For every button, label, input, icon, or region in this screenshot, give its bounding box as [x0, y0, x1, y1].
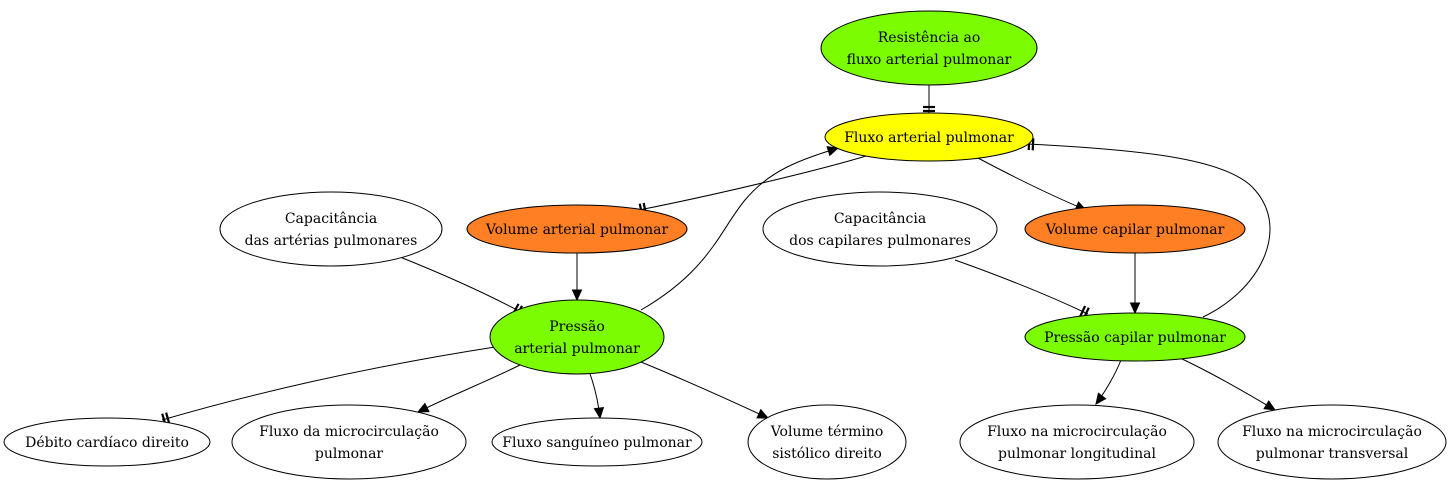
node-label: Fluxo na microcirculação: [1242, 424, 1422, 440]
nodes-layer: Resistência ao fluxo arterial pulmonarFlu…: [3, 10, 1447, 480]
edge-fluxo_arterial-to-vol_capilar: [977, 157, 1088, 211]
node-fluxo_arterial: Fluxo arterial pulmonar: [824, 112, 1034, 162]
node-label: Fluxo da microcirculação: [259, 424, 439, 440]
edge-cap_arterias-to-pressao_arterial: [399, 256, 523, 317]
node-label: arterial pulmonar: [514, 341, 640, 357]
node-resistencia: Resistência ao fluxo arterial pulmonar: [820, 10, 1038, 86]
edge-pressao_capilar-to-micro_long: [1095, 359, 1122, 405]
edge-line: [1177, 356, 1276, 411]
node-label: sistólico direito: [772, 446, 882, 462]
inhibit-bar-marker: [1079, 305, 1087, 318]
arrowhead-marker: [571, 289, 583, 302]
edge-vol_capilar-to-pressao_capilar: [1129, 253, 1141, 315]
node-label: dos capilares pulmonares: [789, 233, 971, 249]
node-ellipse: [762, 191, 998, 267]
node-ellipse: [1024, 204, 1246, 254]
arrowhead-marker: [1263, 400, 1277, 411]
edge-pressao_arterial-to-fluxo_sanguineo: [589, 373, 605, 420]
edge-line: [640, 361, 769, 419]
edge-cap_capilares-to-pressao_capilar: [954, 259, 1090, 320]
node-label: fluxo arterial pulmonar: [847, 52, 1012, 68]
edge-line: [1026, 143, 1271, 318]
node-ellipse: [466, 204, 688, 254]
inhibit-bar-marker: [165, 412, 171, 425]
edge-resistencia-to-fluxo_arterial: [923, 85, 935, 113]
node-ellipse: [219, 191, 443, 267]
node-ellipse: [1217, 404, 1447, 480]
arrowhead-marker: [826, 146, 840, 157]
node-fluxo_sanguineo: Fluxo sanguíneo pulmonar: [491, 417, 703, 467]
node-label: Pressão: [549, 319, 605, 335]
edge-line: [640, 147, 839, 311]
node-label: Fluxo na microcirculação: [987, 424, 1167, 440]
edge-line: [977, 157, 1087, 211]
edge-pressao_arterial-to-fluxo_micro: [416, 364, 521, 413]
node-debito: Débito cardíaco direito: [3, 417, 211, 467]
node-label: pulmonar transversal: [1256, 446, 1409, 462]
node-ellipse: [747, 404, 907, 480]
edge-line: [638, 155, 867, 211]
edge-line: [161, 346, 496, 421]
arrowhead-marker: [756, 408, 770, 419]
node-label: Capacitância: [834, 211, 926, 227]
node-ellipse: [3, 417, 211, 467]
node-micro_trans: Fluxo na microcirculação pulmonar transve…: [1217, 404, 1447, 480]
node-ellipse: [820, 10, 1038, 86]
node-ellipse: [491, 417, 703, 467]
node-ellipse: [824, 112, 1034, 162]
edge-line: [417, 364, 521, 413]
node-vol_arterial: Volume arterial pulmonar: [466, 204, 688, 254]
arrowhead-marker: [593, 407, 605, 420]
node-label: Volume capilar pulmonar: [1045, 222, 1225, 238]
edge-pressao_arterial-to-volume_termino: [640, 361, 770, 419]
node-pressao_capilar: Pressão capilar pulmonar: [1024, 312, 1246, 362]
node-label: Fluxo arterial pulmonar: [844, 130, 1014, 146]
arrowhead-marker: [1095, 392, 1107, 405]
node-volume_termino: Volume término sistólico direito: [747, 404, 907, 480]
edge-line: [399, 256, 522, 313]
node-ellipse: [959, 404, 1195, 480]
node-ellipse: [1024, 312, 1246, 362]
node-label: pulmonar: [315, 446, 384, 462]
node-label: pulmonar longitudinal: [998, 446, 1156, 462]
node-label: Capacitância: [285, 211, 377, 227]
node-label: Volume término: [770, 424, 884, 440]
node-pressao_arterial: Pressão arterial pulmonar: [489, 299, 665, 375]
node-label: Resistência ao: [878, 30, 981, 46]
node-label: Débito cardíaco direito: [25, 435, 189, 451]
node-cap_capilares: Capacitância dos capilares pulmonares: [762, 191, 998, 267]
edge-line: [954, 259, 1089, 315]
edge-pressao_arterial-to-fluxo_arterial: [640, 146, 840, 311]
edge-pressao_capilar-to-micro_trans: [1177, 356, 1277, 411]
node-vol_capilar: Volume capilar pulmonar: [1024, 204, 1246, 254]
node-ellipse: [231, 404, 467, 480]
inhibit-bar-marker: [1031, 138, 1035, 151]
node-label: das artérias pulmonares: [245, 233, 418, 249]
node-cap_arterias: Capacitância das artérias pulmonares: [219, 191, 443, 267]
node-label: Pressão capilar pulmonar: [1044, 330, 1226, 346]
edge-vol_arterial-to-pressao_arterial: [571, 253, 583, 302]
node-ellipse: [489, 299, 665, 375]
node-label: Volume arterial pulmonar: [485, 222, 669, 238]
arrowhead-marker: [1129, 302, 1141, 315]
node-fluxo_micro: Fluxo da microcirculação pulmonar: [231, 404, 467, 480]
node-label: Fluxo sanguíneo pulmonar: [502, 435, 692, 451]
node-micro_long: Fluxo na microcirculação pulmonar longitu…: [959, 404, 1195, 480]
arrowhead-marker: [416, 402, 430, 413]
